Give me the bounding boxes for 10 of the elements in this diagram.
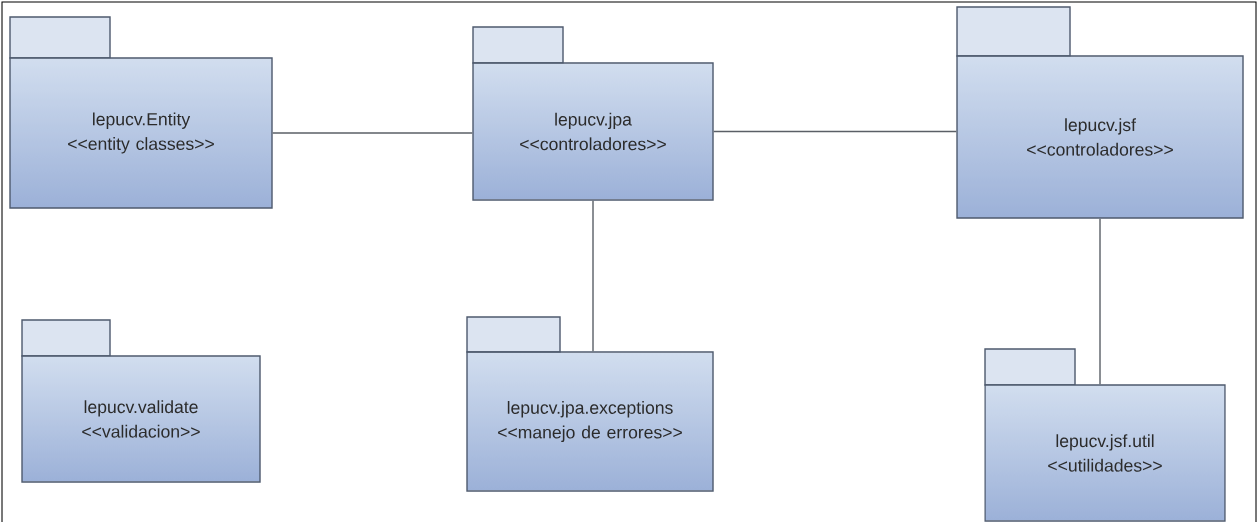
connector-line — [592, 200, 594, 352]
connector-line — [1099, 218, 1101, 385]
package-box: lepucv.jsf.util <<utilidades>> — [984, 348, 1226, 522]
package-box: lepucv.Entity <<entity classes>> — [9, 16, 273, 209]
package-box: lepucv.validate <<validacion>> — [21, 319, 261, 483]
connector-line — [272, 132, 473, 134]
package-box: lepucv.jpa.exceptions <<manejo de errores>> — [466, 316, 714, 492]
package-box: lepucv.jpa <<controladores>> — [472, 26, 714, 201]
connector-line — [713, 130, 957, 133]
package-box: lepucv.jsf <<controladores>> — [956, 6, 1244, 219]
